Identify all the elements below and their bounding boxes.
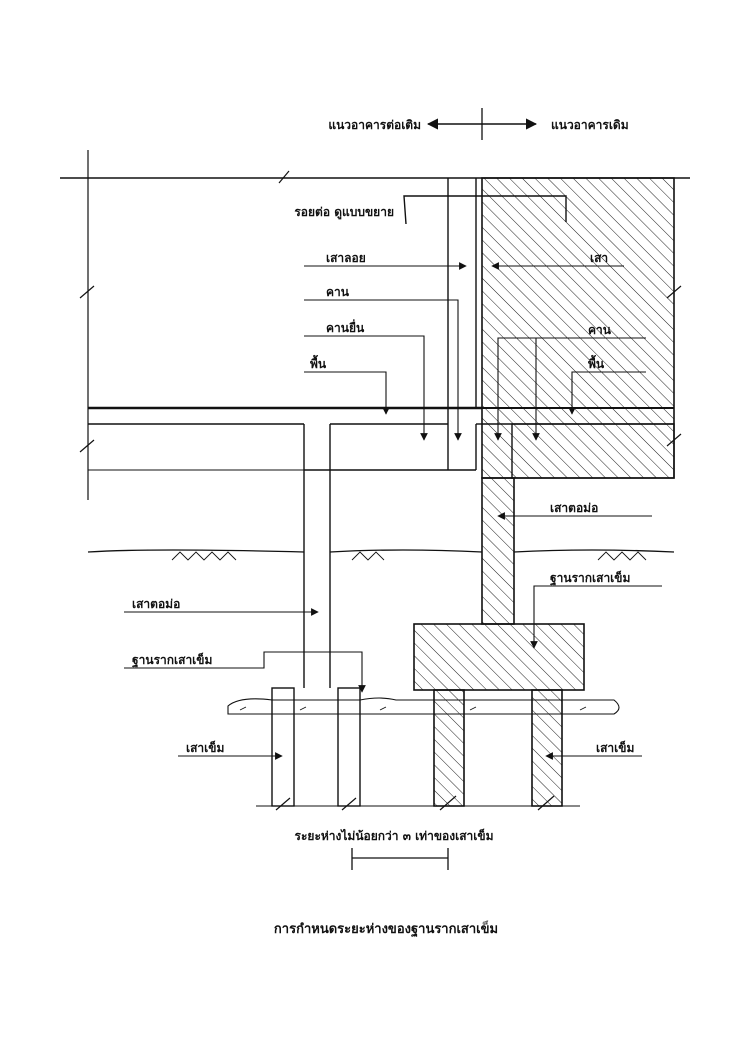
column-label: เสา (590, 251, 608, 265)
floating-column-label: เสาลอย (326, 251, 366, 265)
floor-right-label: พื้น (588, 354, 605, 371)
break-marks (79, 170, 682, 811)
footing-right-leader (530, 585, 662, 649)
joint-detail-label: รอยต่อ ดูแบบขยาย (294, 205, 394, 220)
diagram-caption: การกำหนดระยะห่างของฐานรากเสาเข็ม (274, 919, 498, 938)
stub-column-right-label: เสาตอม่อ (550, 501, 598, 515)
floor-left-leader (304, 371, 390, 415)
beam-left-leader (304, 299, 462, 441)
cantilever-beam-label: คานยื่น (326, 319, 365, 335)
footing-left-label: ฐานรากเสาเข็ม (132, 652, 212, 668)
floor-left-label: พื้น (310, 354, 327, 371)
ground-line (87, 549, 675, 715)
beam-right-label: คาน (588, 323, 612, 337)
spacing-note: ระยะห่างไม่น้อยกว่า ๓ เท่าของเสาเข็ม (295, 828, 494, 843)
floor-right-leader (568, 371, 646, 415)
existing-building-line-label: แนวอาคารเดิม (551, 118, 629, 132)
extension-building-line-label: แนวอาคารต่อเติม (328, 118, 421, 132)
joint-detail-leader (403, 195, 567, 225)
stub-column-left-label: เสาตอม่อ (132, 597, 180, 611)
existing-building-structure (413, 177, 675, 807)
building-line-indicator (426, 108, 538, 140)
spacing-dimension (351, 848, 449, 870)
pile-right-label: เสาเข็ม (596, 740, 634, 755)
footing-left-leader (124, 651, 366, 693)
beam-left-label: คาน (326, 285, 350, 299)
footing-right-label: ฐานรากเสาเข็ม (550, 570, 630, 586)
cantilever-beam-leader (304, 335, 428, 441)
pile-left-label: เสาเข็ม (186, 740, 224, 755)
beam-right-leader (494, 337, 646, 441)
